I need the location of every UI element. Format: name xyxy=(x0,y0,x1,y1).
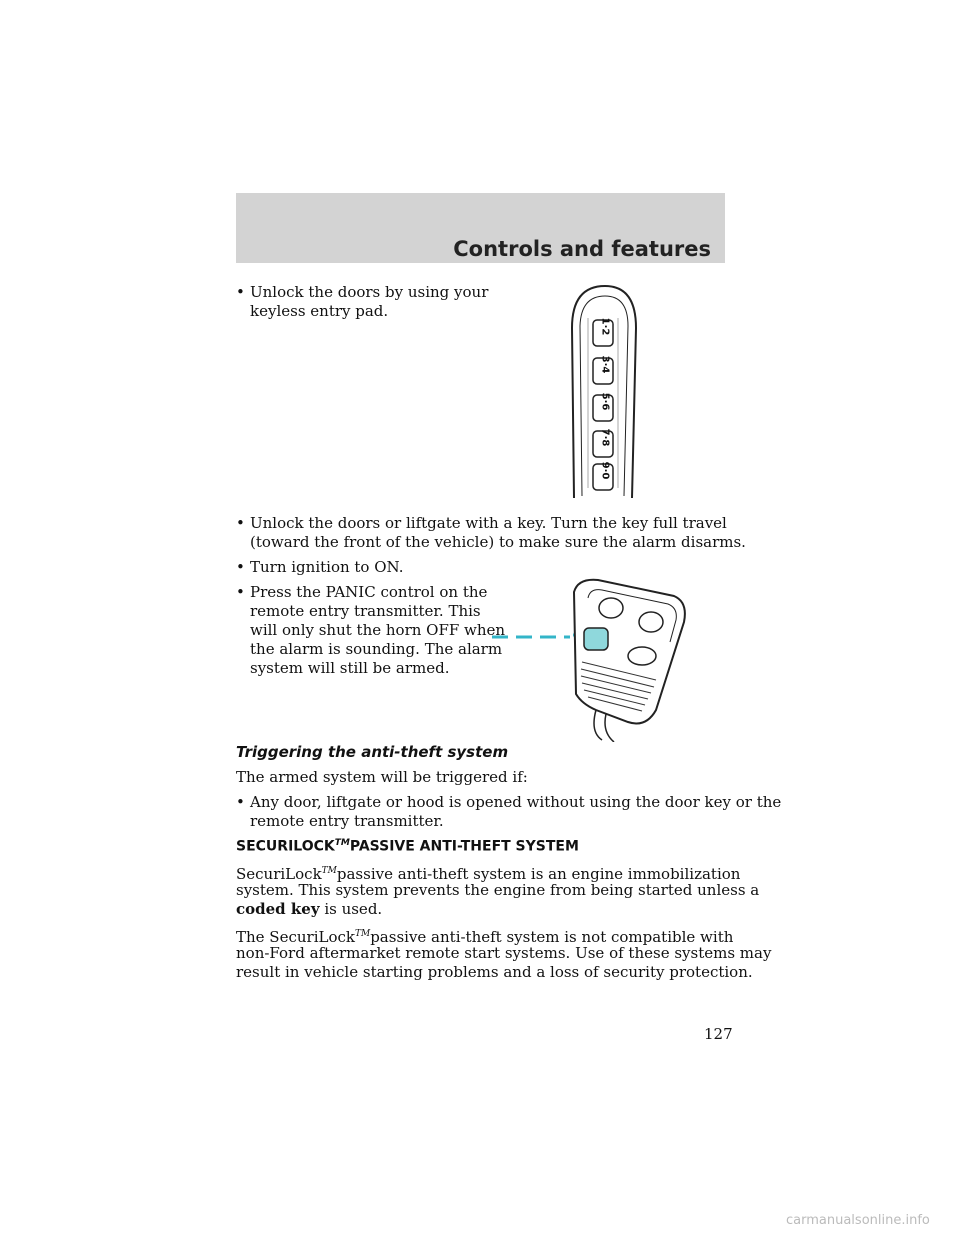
bullet-text: Unlock the doors by using your xyxy=(250,283,489,301)
securilock-paragraph-1: SecuriLockTMpassive anti-theft system is… xyxy=(236,862,740,884)
bullet-marker: • xyxy=(236,793,245,811)
footer-watermark: carmanualsonline.info xyxy=(786,1213,930,1228)
bullet-marker: • xyxy=(236,583,245,601)
bullet-text: remote entry transmitter. xyxy=(250,812,444,830)
bullet-text: Any door, liftgate or hood is opened wit… xyxy=(250,793,782,811)
keypad-key-label: 1·2 xyxy=(599,317,611,336)
bullet-text: will only shut the horn OFF when xyxy=(250,621,506,639)
keyless-entry-pad-illustration xyxy=(570,284,638,499)
keypad-key-label: 3·4 xyxy=(599,355,611,374)
bullet-text: keyless entry pad. xyxy=(250,302,389,320)
securilock-paragraph-2: The SecuriLockTMpassive anti-theft syste… xyxy=(236,925,733,947)
bullet-text: the alarm is sounding. The alarm xyxy=(250,640,503,658)
trademark-mark: TM xyxy=(334,838,350,848)
text-run: passive anti-theft system is not compati… xyxy=(370,928,734,946)
bullet-marker: • xyxy=(236,558,245,576)
text-run: SecuriLock xyxy=(236,865,322,883)
bullet-text: (toward the front of the vehicle) to mak… xyxy=(250,533,746,551)
remote-transmitter-illustration xyxy=(492,578,686,742)
triggering-intro: The armed system will be triggered if: xyxy=(236,768,528,786)
bullet-text: remote entry transmitter. This xyxy=(250,602,481,620)
keypad-key-label: 5·6 xyxy=(599,392,611,411)
keypad-key-label: 7·8 xyxy=(599,428,611,447)
section-header-band: Controls and features xyxy=(236,193,725,263)
securilock-paragraph-2-line3: result in vehicle starting problems and … xyxy=(236,963,753,981)
section-title: Controls and features xyxy=(453,237,711,261)
bullet-text: Press the PANIC control on the xyxy=(250,583,488,601)
bullet-text: system will still be armed. xyxy=(250,659,450,677)
securilock-paragraph-1-line3: coded key is used. xyxy=(236,900,382,919)
securilock-paragraph-2-line2: non-Ford aftermarket remote start system… xyxy=(236,944,772,962)
text-run: is used. xyxy=(319,900,383,918)
bullet-text: Turn ignition to ON. xyxy=(250,558,404,576)
text-run: The SecuriLock xyxy=(236,928,355,946)
securilock-heading: SECURILOCKTMPASSIVE ANTI-THEFT SYSTEM xyxy=(236,838,579,855)
triggering-heading: Triggering the anti-theft system xyxy=(236,743,509,761)
coded-key-emphasis: coded key xyxy=(236,900,320,918)
page-number: 127 xyxy=(704,1025,733,1043)
trademark-mark: TM xyxy=(354,929,371,939)
bullet-marker: • xyxy=(236,283,245,301)
bullet-text: Unlock the doors or liftgate with a key.… xyxy=(250,514,727,532)
keypad-key-label: 9·0 xyxy=(599,461,611,480)
securilock-paragraph-1-line2: system. This system prevents the engine … xyxy=(236,881,760,899)
trademark-mark: TM xyxy=(321,866,337,876)
bullet-marker: • xyxy=(236,514,245,532)
securilock-heading-b: PASSIVE ANTI-THEFT SYSTEM xyxy=(349,838,579,855)
text-run: passive anti-theft system is an engine i… xyxy=(336,865,741,883)
securilock-heading-a: SECURILOCK xyxy=(236,838,335,855)
